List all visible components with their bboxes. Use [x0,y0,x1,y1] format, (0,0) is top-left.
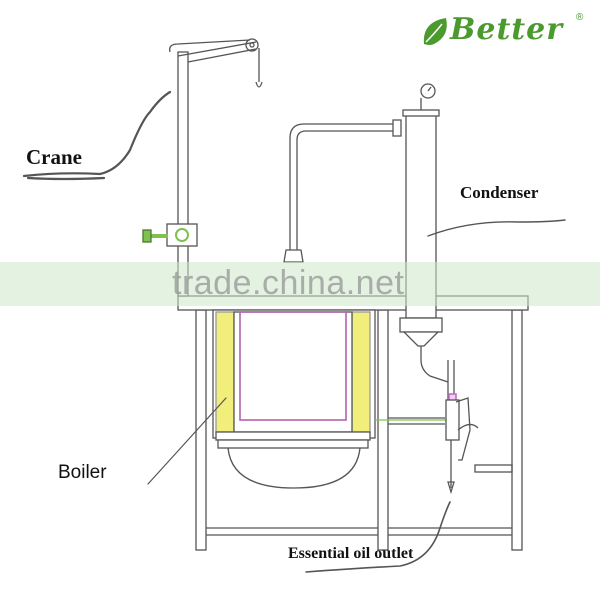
brand-logo: Better ® [420,8,592,58]
brand-name: Better [450,12,564,47]
watermark-text: trade.china.net [172,264,405,302]
condenser-label: Condenser [460,183,539,202]
crane [142,38,263,297]
leaf-icon [423,18,447,45]
vapor-pipe [283,119,402,263]
registered-mark: ® [576,12,584,23]
essential-oil-outlet-label: Essential oil outlet [288,545,414,562]
condenser [399,83,449,383]
crane-label: Crane [26,145,82,169]
boiler [212,309,446,489]
boiler-label: Boiler [58,462,107,483]
watermark-band: trade.china.net [0,262,600,306]
leader-lines [22,90,566,573]
oil-separator [445,360,479,495]
